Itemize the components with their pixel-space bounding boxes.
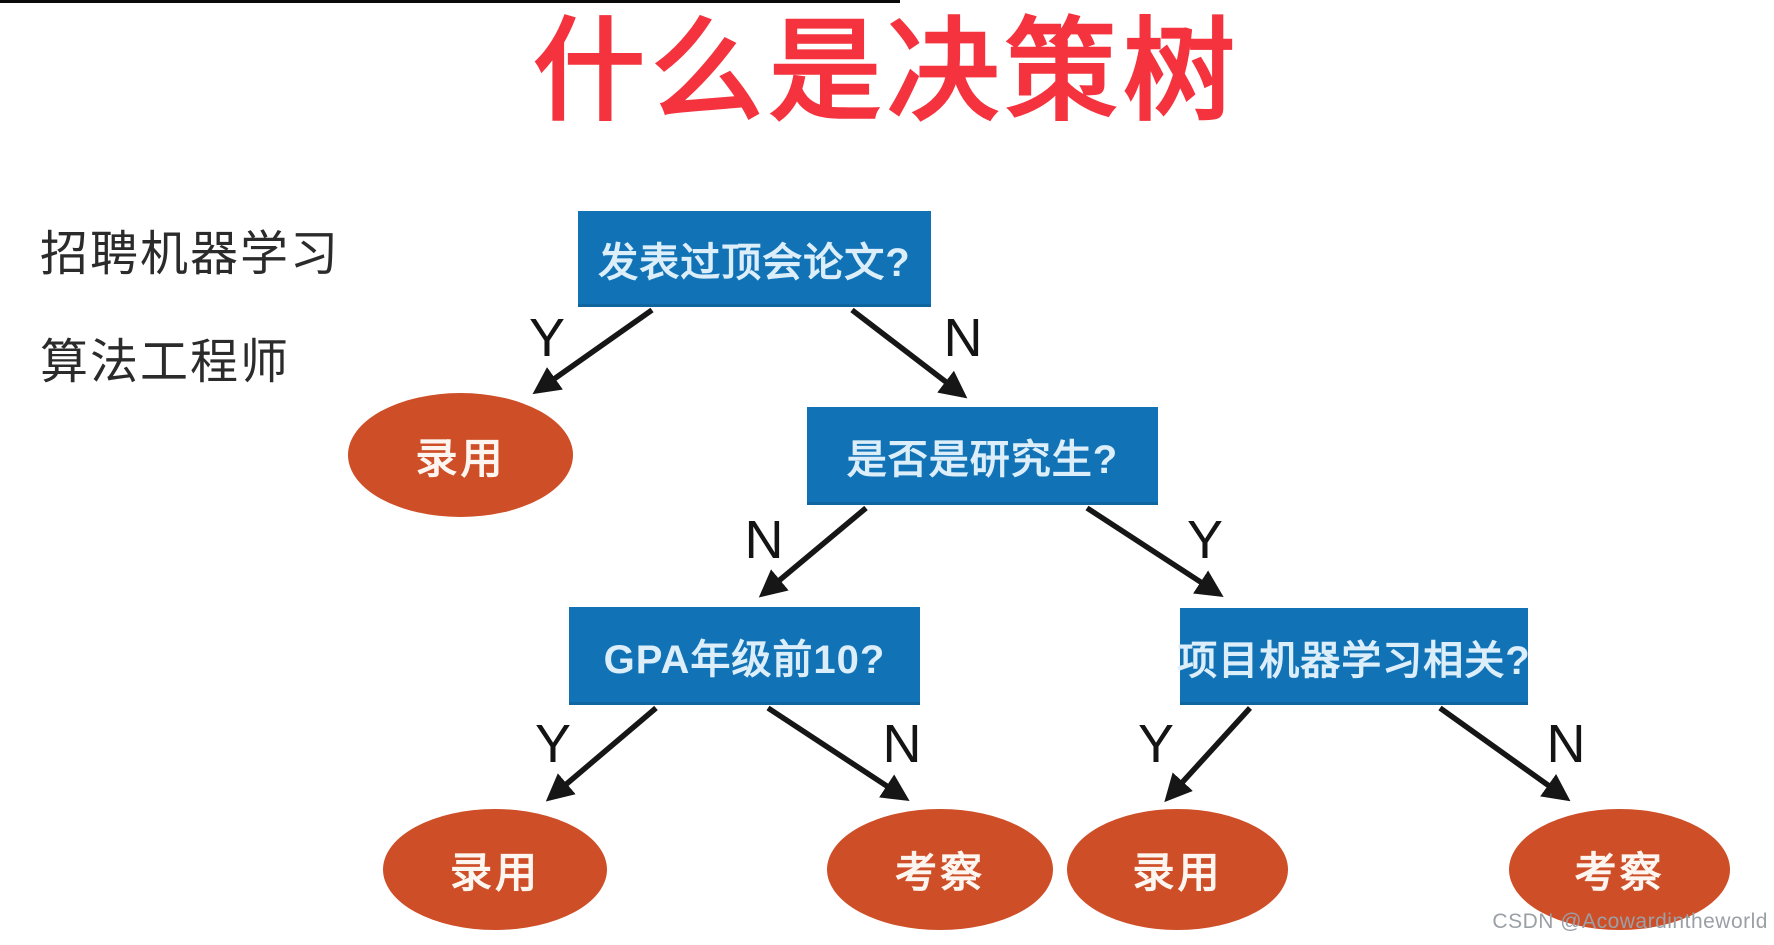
edge-label-q2-yes: Y [1186, 510, 1224, 570]
edge-q3-leaf3 [766, 705, 910, 802]
edge-label-q2-no: N [744, 510, 784, 570]
outcome-node-hire-3: 录用 [1067, 809, 1288, 930]
decision-node-project-ml-related: 项目机器学习相关? [1177, 608, 1530, 705]
edge-label-q1-no: N [943, 308, 983, 368]
edge-label-q1-yes: Y [528, 308, 566, 368]
edge-label-q4-no: N [1546, 714, 1586, 774]
outcome-node-hire-1: 录用 [348, 393, 573, 517]
edge-q3-leaf2 [545, 705, 658, 802]
edge-q4-leaf5 [1438, 705, 1571, 802]
outcome-node-inspect-1: 考察 [827, 809, 1053, 930]
outcome-node-inspect-2: 考察 [1509, 809, 1730, 930]
outcome-node-hire-2: 录用 [383, 809, 607, 930]
top-edge-strip [0, 0, 900, 3]
decision-node-gpa-top10: GPA年级前10? [569, 607, 920, 705]
edge-label-q3-yes: Y [534, 714, 572, 774]
edge-q1-q2 [850, 307, 968, 399]
edge-q4-leaf4 [1164, 706, 1253, 803]
side-note-line-1: 招聘机器学习 [40, 228, 341, 281]
edge-label-q4-yes: Y [1137, 714, 1175, 774]
edge-label-q3-no: N [882, 714, 922, 774]
edge-q2-q4 [1085, 505, 1224, 598]
decision-node-published-top-conference-paper: 发表过顶会论文? [578, 211, 931, 307]
edge-q2-q3 [758, 505, 868, 598]
csdn-watermark: CSDN @Acowardintheworld [1492, 910, 1768, 933]
edge-q1-leaf1 [532, 307, 654, 395]
side-note-line-2: 算法工程师 [40, 336, 291, 389]
decision-node-is-graduate-student: 是否是研究生? [807, 407, 1158, 505]
slide-title: 什么是决策树 [533, 9, 1241, 134]
